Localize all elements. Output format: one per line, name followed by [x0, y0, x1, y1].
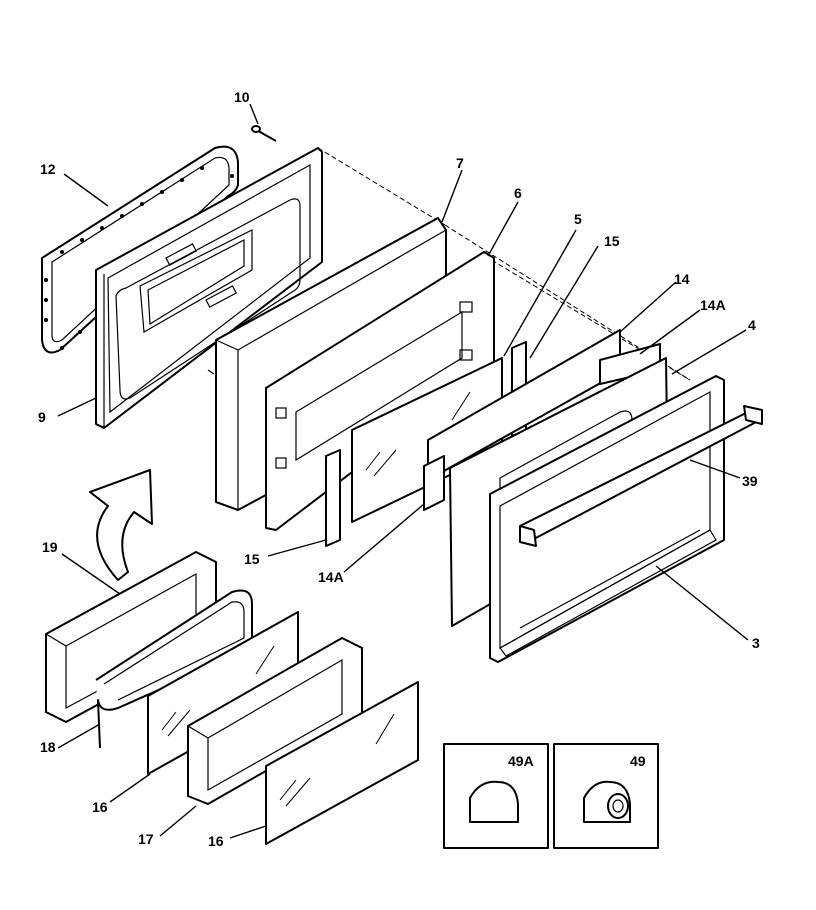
curved-assembly-arrow: [89, 469, 153, 581]
callout-10: 10: [234, 89, 250, 105]
callout-14a-upper: 14A: [700, 297, 726, 313]
callout-4: 4: [748, 317, 756, 333]
callout-7: 7: [456, 155, 464, 171]
part-10-screw: [251, 125, 277, 142]
part-9-inner-door-frame: [95, 147, 323, 429]
callout-9: 9: [38, 409, 46, 425]
callout-leader-lines: [57, 103, 749, 839]
callout-16-lower: 16: [208, 833, 224, 849]
callout-5: 5: [574, 211, 582, 227]
callout-3: 3: [752, 635, 760, 651]
part-16-glass-panel-lower: [265, 681, 419, 845]
callout-15-upper: 15: [604, 233, 620, 249]
callout-17: 17: [138, 831, 154, 847]
callout-49: 49: [630, 753, 646, 769]
callout-14: 14: [674, 271, 690, 287]
inset-49a-box: [443, 743, 549, 849]
part-39-door-handle: [519, 405, 763, 547]
callout-16-upper: 16: [92, 799, 108, 815]
callout-14a-lower: 14A: [318, 569, 344, 585]
callout-15-lower: 15: [244, 551, 260, 567]
callout-6: 6: [514, 185, 522, 201]
callout-12: 12: [40, 161, 56, 177]
part-3-outer-door-frame: [489, 375, 725, 663]
callout-49a: 49A: [508, 753, 534, 769]
callout-39: 39: [742, 473, 758, 489]
gasket-clip-dots: [44, 166, 234, 350]
callout-labels: 10 12 7 6 5 15 14 14A 4 39 9 15 14A 3 19…: [38, 89, 760, 849]
callout-19: 19: [42, 539, 58, 555]
inset-49-box: [553, 743, 659, 849]
callout-18: 18: [40, 739, 56, 755]
